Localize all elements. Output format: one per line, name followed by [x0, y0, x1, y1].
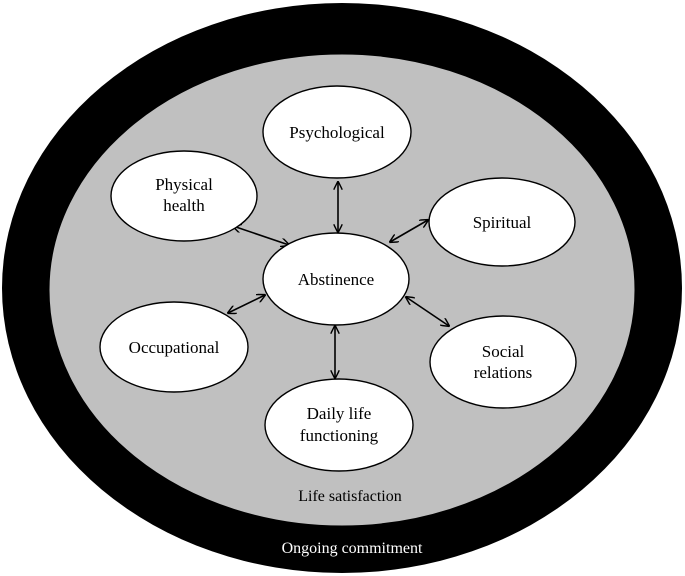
arrow-center-occupational: [228, 295, 265, 313]
node-occupational: Occupational: [99, 301, 249, 393]
node-abstinence: Abstinence: [262, 232, 410, 326]
node-social-relations-label-line2: relations: [474, 363, 533, 382]
node-social-relations: Social relations: [429, 315, 577, 409]
connector-arrows: [228, 182, 449, 378]
node-spiritual-label: Spiritual: [473, 213, 532, 232]
arrow-center-physical-health: [233, 226, 289, 245]
arrow-center-social-relations: [406, 297, 449, 326]
node-daily-life-label-line2: functioning: [300, 426, 379, 445]
node-abstinence-label: Abstinence: [298, 270, 374, 289]
node-physical-health-label-line1: Physical: [155, 175, 213, 194]
ongoing-commitment-label: Ongoing commitment: [282, 540, 423, 557]
node-physical-health: Physical health: [110, 150, 258, 242]
node-occupational-label: Occupational: [129, 338, 220, 357]
life-satisfaction-label: Life satisfaction: [298, 488, 402, 505]
node-daily-life-functioning: Daily life functioning: [264, 378, 414, 472]
node-social-relations-label-line1: Social: [482, 342, 525, 361]
node-spiritual: Spiritual: [428, 177, 576, 267]
arrow-center-spiritual: [390, 220, 428, 242]
node-psychological-label: Psychological: [289, 123, 385, 142]
node-daily-life-label-line1: Daily life: [307, 404, 372, 423]
node-psychological: Psychological: [262, 85, 412, 179]
node-physical-health-label-line2: health: [163, 196, 205, 215]
